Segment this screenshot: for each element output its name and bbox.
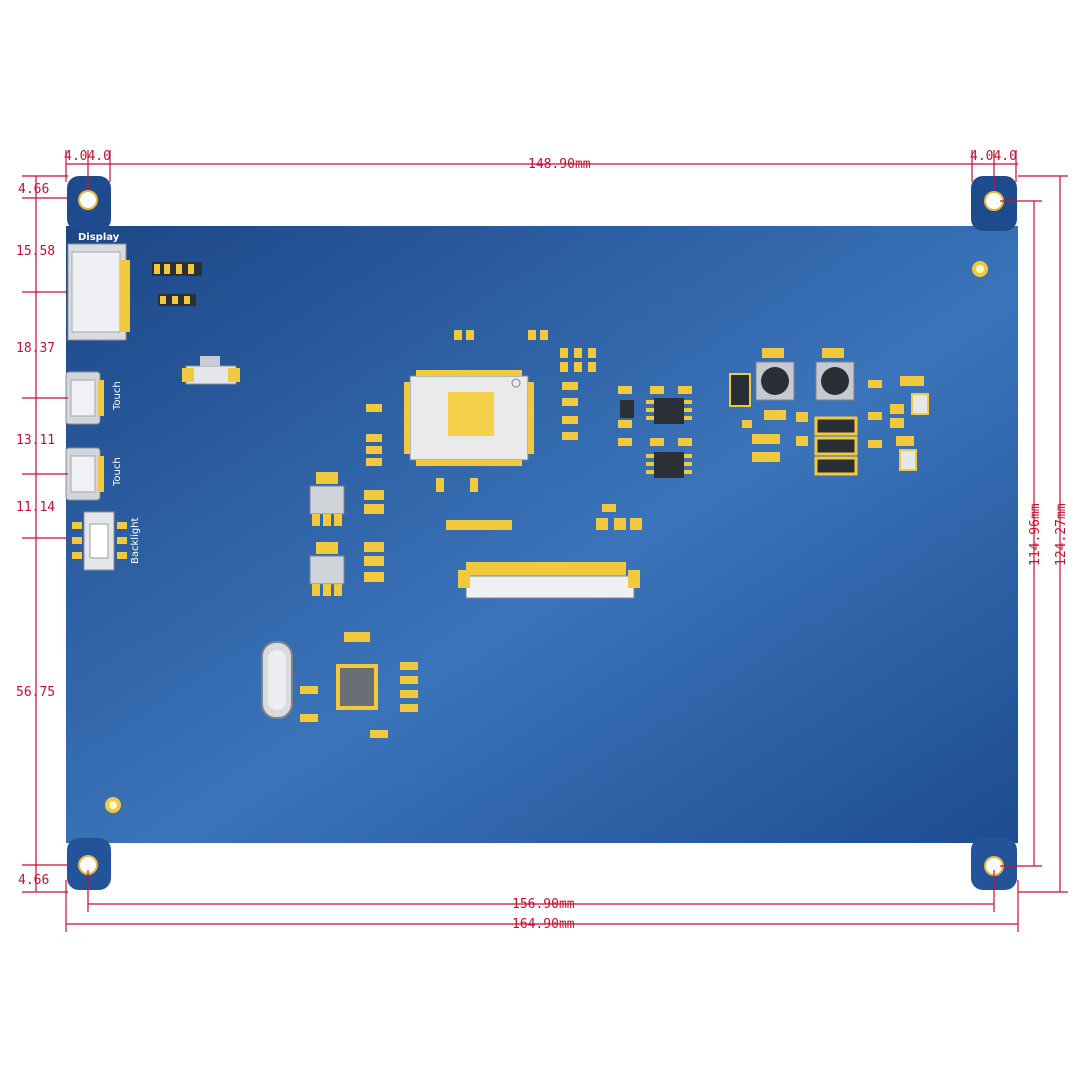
small-diodes: [899, 393, 929, 471]
diode-1: [729, 373, 751, 407]
inductor-small: [182, 356, 240, 385]
dim-left-touch-1: 18.37: [16, 341, 55, 356]
dim-left-top-offset: 4.66: [18, 182, 49, 197]
usb-touch-connector-2: [65, 447, 104, 501]
dim-top-width: 148.90mm: [528, 157, 591, 172]
sot-chip: [620, 400, 634, 418]
usb-touch-connector-1: [65, 371, 104, 425]
fpc-connector: [458, 562, 640, 599]
dim-top-right-hole: 4.04.0: [970, 149, 1017, 164]
touch-label-1: Touch: [112, 381, 123, 411]
dim-left-backlight: 11.14: [16, 500, 55, 515]
dim-top-left-hole: 4.04.0: [64, 149, 111, 164]
touch-label-2: Touch: [112, 457, 123, 487]
crystal-oscillator: [261, 641, 293, 719]
power-inductor-1: [755, 361, 795, 401]
pcb-components: [152, 262, 929, 738]
power-inductor-2: [815, 361, 855, 401]
voltage-regulator-1: [309, 472, 345, 526]
display-label: Display: [78, 232, 120, 243]
hdmi-connector: [67, 243, 130, 341]
pcb-board: [66, 176, 1018, 890]
touch-controller-qfp: [336, 664, 378, 710]
main-processor-qfp: [404, 370, 534, 466]
soic-chip-1: [646, 398, 692, 424]
dim-left-touch-2: 13.11: [16, 433, 55, 448]
soic-chip-2: [646, 452, 692, 478]
backlight-label: Backlight: [130, 517, 141, 564]
dim-right-outer-height: 124.27mm: [1054, 503, 1069, 566]
backlight-switch: [72, 511, 127, 571]
resistor-array-1: [152, 262, 202, 306]
mount-hole-top-left: [78, 190, 98, 210]
tantalum-caps: [814, 416, 858, 476]
dim-right-inner-height: 114.96mm: [1028, 503, 1043, 566]
voltage-regulator-2: [309, 542, 345, 596]
dim-left-bottom-span: 56.75: [16, 685, 55, 700]
dim-left-display: 15.58: [16, 244, 55, 259]
dimension-lines: [22, 150, 1068, 932]
smd-passives: [300, 330, 924, 738]
dim-bottom-hole-span: 156.90mm: [512, 897, 575, 912]
dim-bottom-width: 164.90mm: [512, 917, 575, 932]
dim-left-bottom-offset: 4.66: [18, 873, 49, 888]
